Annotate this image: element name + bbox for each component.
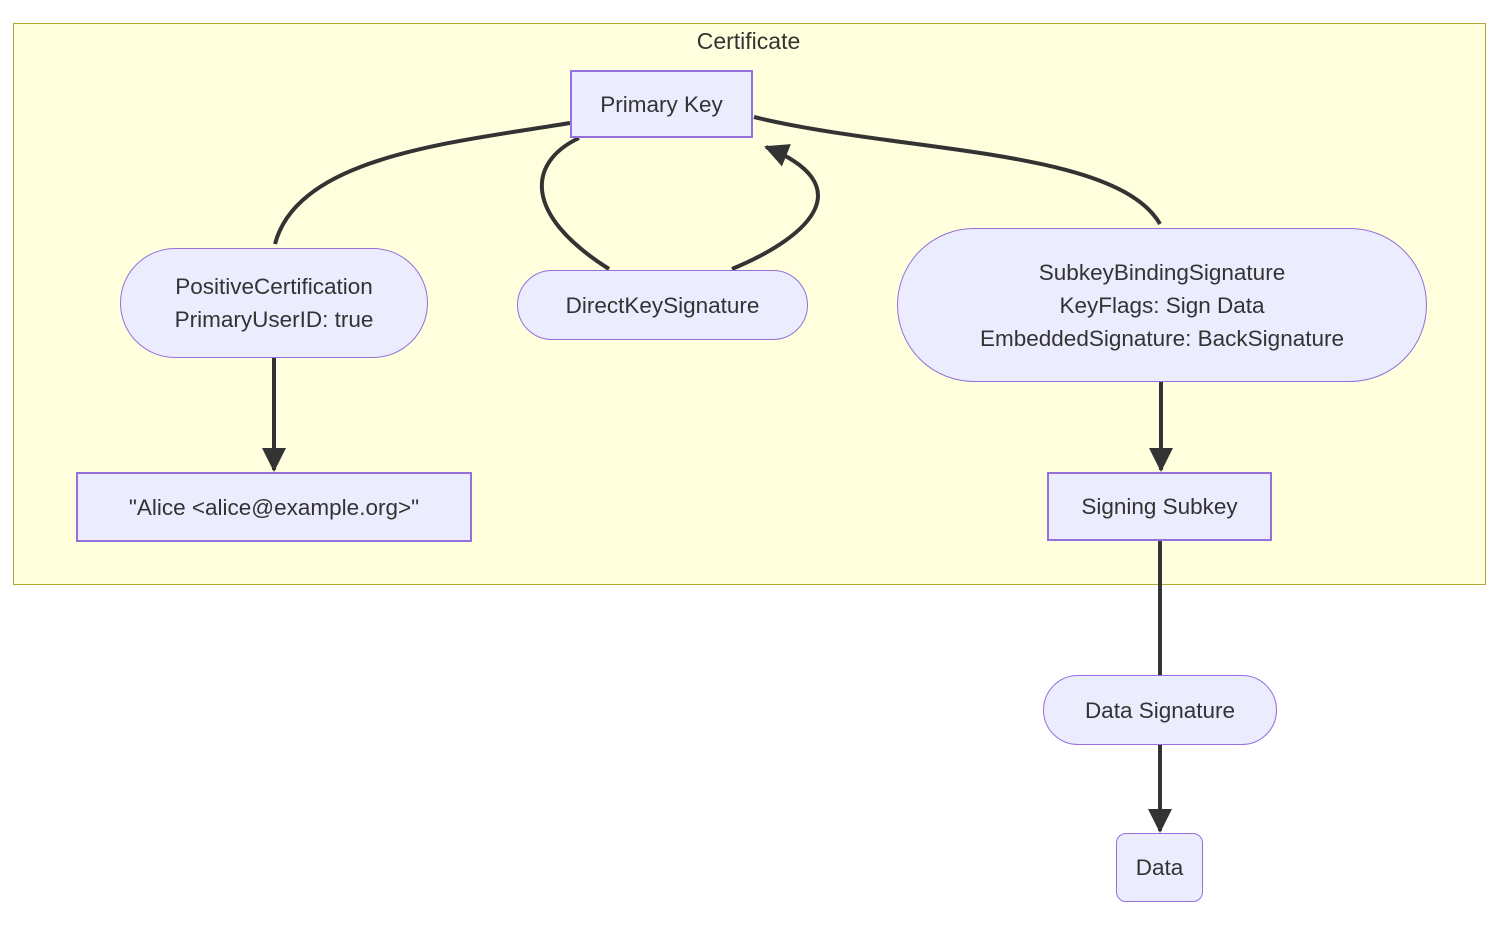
node-positive-certification-line1: PositiveCertification — [175, 274, 373, 299]
node-user-id: "Alice <alice@example.org>" — [76, 472, 472, 542]
node-data: Data — [1116, 833, 1203, 902]
node-direct-key-signature-label: DirectKeySignature — [565, 292, 760, 318]
node-subkey-binding-signature-line2: KeyFlags: Sign Data — [1059, 292, 1265, 318]
edge-primary-key-to-positive-certification — [273, 121, 571, 245]
edge-primary-key-to-direct-key-signature — [539, 136, 611, 271]
node-positive-certification-line2: PrimaryUserID: true — [174, 307, 374, 332]
node-subkey-binding-signature: SubkeyBindingSignature KeyFlags: Sign Da… — [897, 228, 1427, 382]
edge-primary-key-to-subkey-binding-signature — [753, 115, 1162, 226]
node-data-label: Data — [1135, 855, 1184, 880]
node-user-id-label: "Alice <alice@example.org>" — [128, 494, 420, 520]
node-direct-key-signature: DirectKeySignature — [517, 270, 808, 340]
certificate-cluster-label: Certificate — [696, 28, 801, 54]
node-signing-subkey-label: Signing Subkey — [1081, 494, 1238, 519]
node-subkey-binding-signature-line1: SubkeyBindingSignature — [1038, 259, 1286, 285]
node-data-signature-label: Data Signature — [1084, 697, 1236, 723]
node-primary-key-label: Primary Key — [600, 91, 723, 117]
node-positive-certification: PositiveCertification PrimaryUserID: tru… — [120, 248, 428, 358]
edge-direct-key-signature-to-primary-key — [731, 144, 820, 271]
node-subkey-binding-signature-line3: EmbeddedSignature: BackSignature — [980, 325, 1344, 351]
node-data-signature: Data Signature — [1043, 675, 1277, 745]
node-primary-key: Primary Key — [570, 70, 753, 138]
node-signing-subkey: Signing Subkey — [1047, 472, 1272, 541]
